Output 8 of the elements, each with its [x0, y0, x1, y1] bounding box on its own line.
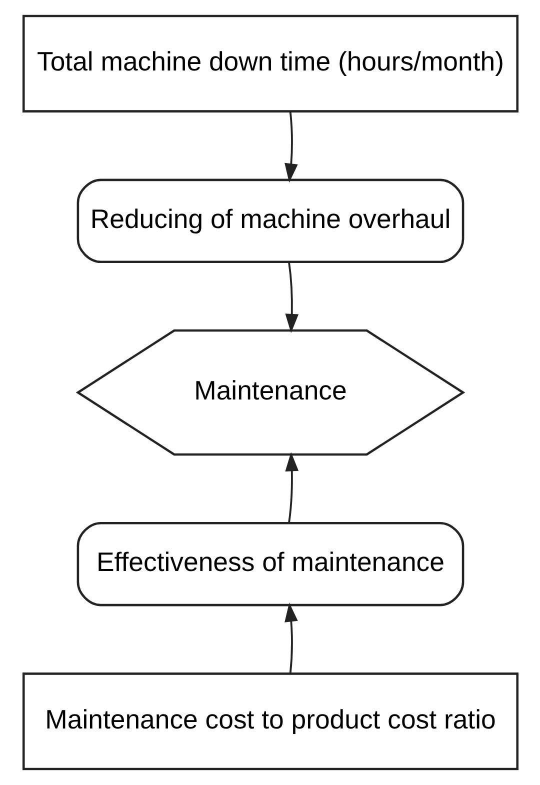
arrow [284, 112, 298, 183]
node-box: Total machine down time (hours/month) [22, 14, 518, 112]
node-box: Effectiveness of maintenance [76, 522, 464, 606]
arrow [284, 262, 298, 333]
arrow [284, 452, 298, 523]
node-box: Maintenance cost to product cost ratio [22, 672, 518, 770]
arrow [284, 602, 298, 674]
node-box: Reducing of machine overhaul [76, 178, 464, 264]
